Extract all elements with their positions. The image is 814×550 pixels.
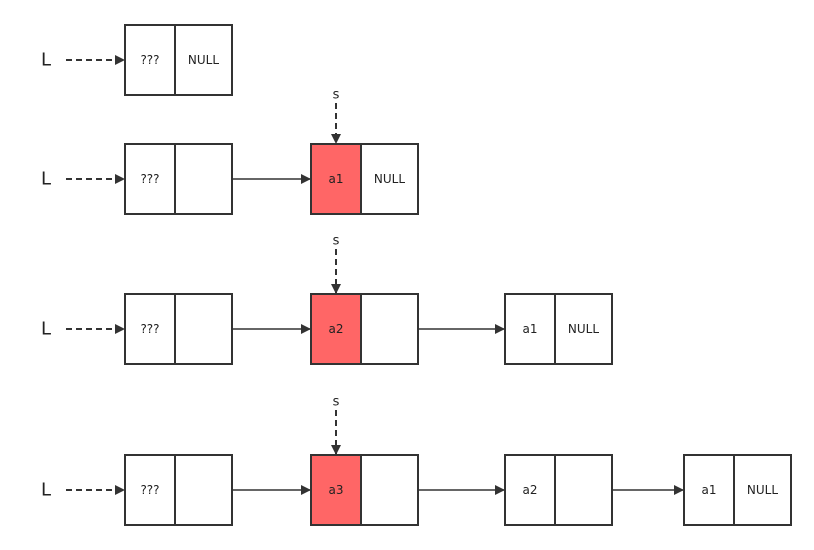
node-data-label: a1 (702, 483, 717, 497)
s-pointer-label: s (333, 395, 340, 410)
head-pointer-label: L (41, 50, 51, 71)
list-node: a1 NULL (683, 454, 792, 526)
list-node: ??? (124, 293, 233, 365)
node-next-cell (174, 293, 233, 365)
node-next-label: NULL (188, 53, 219, 67)
list-node: ??? (124, 143, 233, 215)
list-node: a3 (310, 454, 419, 526)
list-node: a1 NULL (310, 143, 419, 215)
node-data-label: ??? (140, 322, 159, 336)
node-data-label: a3 (329, 483, 344, 497)
node-next-cell (360, 454, 419, 526)
list-node: a2 (504, 454, 613, 526)
node-data-cell (504, 293, 556, 365)
node-next-cell (360, 143, 419, 215)
head-pointer-label: L (41, 480, 51, 501)
s-pointer-label: s (333, 88, 340, 103)
list-node: a1 NULL (504, 293, 613, 365)
node-data-label: a2 (523, 483, 538, 497)
node-next-cell (360, 293, 419, 365)
node-data-cell (310, 454, 362, 526)
node-data-label: ??? (140, 53, 159, 67)
node-data-label: a1 (329, 172, 344, 186)
node-next-cell (174, 454, 233, 526)
node-next-cell (554, 293, 613, 365)
node-data-cell (504, 454, 556, 526)
list-node: ??? NULL (124, 24, 233, 96)
list-row-2: L??? a1 NULL s (41, 88, 419, 215)
node-data-cell (124, 293, 176, 365)
node-next-label: NULL (747, 483, 778, 497)
node-next-label: NULL (568, 322, 599, 336)
list-row-1: L??? NULL (41, 24, 233, 96)
node-data-label: a1 (523, 322, 538, 336)
node-data-cell (124, 454, 176, 526)
node-next-cell (174, 143, 233, 215)
node-data-label: ??? (140, 483, 159, 497)
head-pointer-label: L (41, 319, 51, 340)
node-next-cell (174, 24, 233, 96)
node-next-cell (733, 454, 792, 526)
node-data-cell (124, 143, 176, 215)
head-pointer-label: L (41, 169, 51, 190)
node-next-label: NULL (374, 172, 405, 186)
node-data-cell (310, 293, 362, 365)
node-next-cell (554, 454, 613, 526)
node-data-cell (124, 24, 176, 96)
list-row-3: L??? a2 a1 NULL s (41, 234, 613, 365)
node-data-label: a2 (329, 322, 344, 336)
node-data-cell (683, 454, 735, 526)
s-pointer-label: s (333, 234, 340, 249)
list-row-4: L??? a3 a2 a1 NULL s (41, 395, 792, 526)
node-data-label: ??? (140, 172, 159, 186)
list-node: ??? (124, 454, 233, 526)
list-node: a2 (310, 293, 419, 365)
